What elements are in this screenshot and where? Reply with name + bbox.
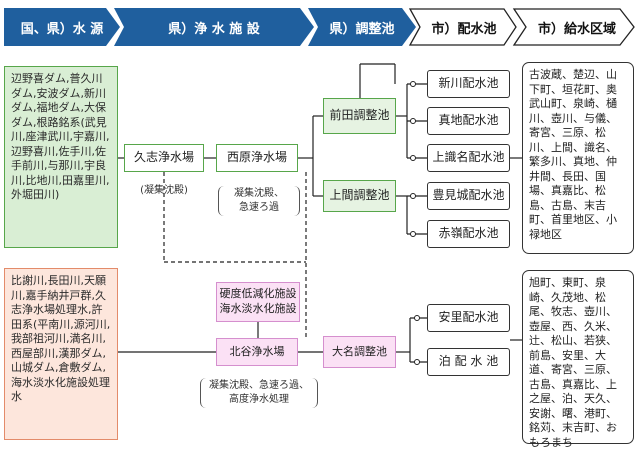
header-source: 国、県）水 源 (4, 8, 120, 46)
tank-arakawa: 新川配水池 (427, 70, 510, 98)
plant-nishihara-label: 西原浄水場 (226, 150, 287, 165)
area-upper-text: 古波蔵、楚辺、山下町、垣花町、奥武山町、泉崎、樋川、壺川、与儀、寄宮、三原、松川… (529, 68, 617, 241)
plant-kushi: 久志浄水場 (124, 144, 204, 172)
reservoir-ueama-label: 上間調整池 (329, 188, 390, 203)
reservoir-maeda: 前田調整池 (323, 98, 396, 134)
header-outline-arrows (408, 8, 635, 46)
note-chatan: 凝集沈殿、急速ろ過、 高度浄水処理 (200, 378, 318, 408)
tank-akamine-label: 赤嶺配水池 (438, 226, 499, 241)
reservoir-maeda-label: 前田調整池 (329, 108, 390, 123)
tank-machinato-label: 真地配水池 (438, 113, 499, 128)
source-orange-box: 比謝川,長田川,天願川,嘉手納井戸群,久志浄水場処理水,許田系(平南川,源河川,… (4, 268, 118, 440)
tank-akamine: 赤嶺配水池 (427, 220, 510, 248)
plant-treatment: 硬度低減化施設 海水淡水化施設 (216, 282, 300, 322)
note-kushi: (凝集沈殿) (140, 185, 188, 196)
area-lower-text: 旭町、東町、泉崎、久茂地、松尾、牧志、壺川、壺屋、西、久米、辻、松山、若狭、前島… (529, 276, 617, 449)
tank-tomari-label: 泊 配 水 池 (438, 354, 499, 369)
header-tank: 市）配水池 (414, 8, 514, 46)
area-upper: 古波蔵、楚辺、山下町、垣花町、奥武山町、泉崎、樋川、壺川、与儀、寄宮、三原、松川… (522, 62, 634, 254)
reservoir-oona: 大名調整池 (323, 336, 396, 368)
plant-chatan-label: 北谷浄水場 (229, 344, 285, 358)
tank-tomigusuku: 豊見城配水池 (427, 182, 510, 210)
header-source-label: 国、県）水 源 (20, 21, 104, 37)
header-area-label: 市）給水区域 (537, 21, 616, 37)
tank-ajimine-label: 安里配水池 (438, 310, 499, 325)
plant-nishihara: 西原浄水場 (216, 144, 298, 172)
tank-tomigusuku-label: 豊見城配水池 (432, 188, 505, 203)
header-plant: 県）浄 水 施 設 (114, 8, 314, 46)
plant-kushi-label: 久志浄水場 (133, 150, 194, 165)
reservoir-ueama: 上間調整池 (323, 180, 396, 212)
tank-shikina-label: 上識名配水池 (432, 150, 505, 165)
reservoir-oona-label: 大名調整池 (332, 344, 387, 358)
header-reservoir-label: 県）調整池 (329, 21, 395, 37)
header-plant-label: 県）浄 水 施 設 (168, 21, 260, 37)
tank-shikina: 上識名配水池 (427, 144, 510, 172)
tank-arakawa-label: 新川配水池 (438, 76, 499, 91)
header-area: 市）給水区域 (520, 8, 634, 46)
tank-machinato: 真地配水池 (427, 107, 510, 135)
header-tank-label: 市）配水池 (431, 21, 497, 37)
note-nishihara: 凝集沈殿、 急速ろ過 (218, 186, 300, 216)
area-lower: 旭町、東町、泉崎、久茂地、松尾、牧志、壺川、壺屋、西、久米、辻、松山、若狭、前島… (522, 270, 634, 449)
plant-treatment-label: 硬度低減化施設 海水淡水化施設 (219, 287, 297, 315)
header-reservoir: 県）調整池 (308, 8, 416, 46)
source-green-box: 辺野喜ダム,普久川ダム,安波ダム,新川ダム,福地ダム,大保ダム,根路銘系(武見川… (4, 66, 118, 248)
tank-tomari: 泊 配 水 池 (427, 348, 510, 376)
plant-chatan: 北谷浄水場 (216, 338, 298, 366)
source-green-text: 辺野喜ダム,普久川ダム,安波ダム,新川ダム,福地ダム,大保ダム,根路銘系(武見川… (11, 72, 110, 202)
tank-ajimine: 安里配水池 (427, 304, 510, 332)
source-orange-text: 比謝川,長田川,天願川,嘉手納井戸群,久志浄水場処理水,許田系(平南川,源河川,… (11, 274, 111, 404)
